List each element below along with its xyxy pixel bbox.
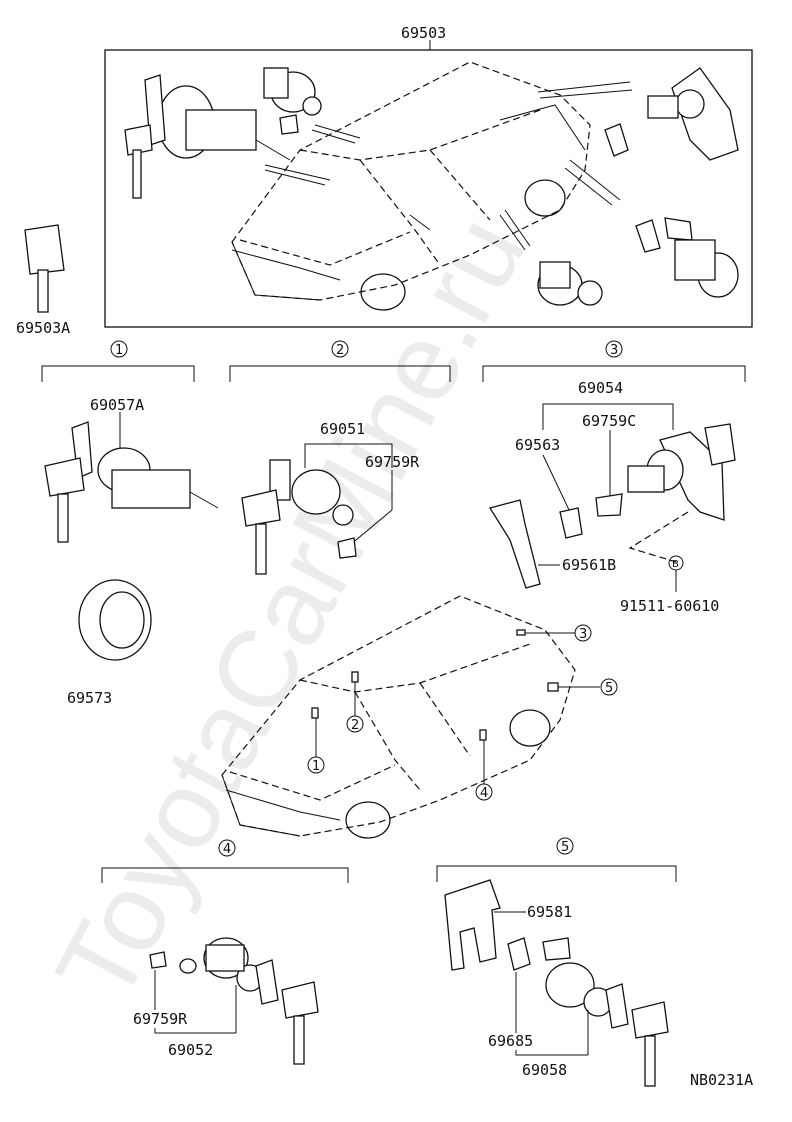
label-69759R-rear: 69759R: [133, 1010, 188, 1028]
blank-key: 69503A: [16, 224, 70, 337]
rear-door-cylinder-top: [499, 209, 603, 306]
top-assembly-group: 69503: [104, 24, 753, 328]
section-4-number: 4: [223, 842, 231, 857]
label-69581: 69581: [527, 903, 572, 921]
label-91511-60610: 91511-60610: [620, 597, 719, 615]
label-69052: 69052: [168, 1041, 213, 1059]
top-assembly-frame: [104, 49, 753, 328]
trunk-lock-top: [537, 67, 739, 206]
label-69057A: 69057A: [90, 396, 144, 414]
label-69561B: 69561B: [562, 556, 616, 574]
door-cylinder-top: [263, 67, 361, 144]
trunk-lock: [559, 423, 736, 539]
rear-door-cylinder: [149, 937, 319, 1065]
car-outline-top: [231, 61, 591, 311]
hatch-cover-69581: [444, 879, 501, 971]
trunk-cover-69561B: [488, 499, 541, 589]
section-3: 3 69054 69759C 69563 69561B B 91511-6061…: [482, 340, 746, 615]
ignition-cylinder: [44, 421, 219, 543]
section-2: 2 69051 69759R: [229, 340, 451, 575]
door-cylinder: [241, 459, 357, 575]
section-4: 4 69759R 69052: [101, 839, 349, 1065]
hatch-cylinder: [542, 937, 669, 1087]
section-2-number: 2: [336, 343, 344, 358]
hatch-lock-top: [635, 217, 739, 298]
label-69503A: 69503A: [16, 319, 70, 337]
car-markers: 1 2 3 4 5: [307, 624, 618, 801]
section-1-number: 1: [115, 343, 123, 358]
car-marker-2: 2: [351, 718, 359, 733]
hatch-pad: [507, 937, 531, 971]
car-marker-4: 4: [480, 786, 488, 801]
section-5: 5 69581 69685 69058: [436, 837, 677, 1087]
label-69054: 69054: [578, 379, 623, 397]
label-69058: 69058: [522, 1061, 567, 1079]
ignition-ring: [78, 579, 152, 661]
car-marker-1: 1: [312, 759, 320, 774]
section-1: 1 69057A 69573: [41, 340, 219, 707]
label-69759C: 69759C: [582, 412, 636, 430]
label-69563: 69563: [515, 436, 560, 454]
label-69503: 69503: [401, 24, 446, 42]
car-outline-middle: [221, 595, 600, 839]
bolt-marker: B: [672, 559, 679, 570]
diagram-code: NB0231A: [690, 1071, 753, 1089]
section-3-number: 3: [610, 343, 618, 358]
label-69759R-door: 69759R: [365, 453, 420, 471]
section-5-number: 5: [561, 840, 569, 855]
label-69051: 69051: [320, 420, 365, 438]
car-marker-3: 3: [579, 627, 587, 642]
ignition-set-top: [124, 74, 331, 199]
label-69685: 69685: [488, 1032, 533, 1050]
label-69573: 69573: [67, 689, 112, 707]
car-marker-5: 5: [605, 681, 613, 696]
